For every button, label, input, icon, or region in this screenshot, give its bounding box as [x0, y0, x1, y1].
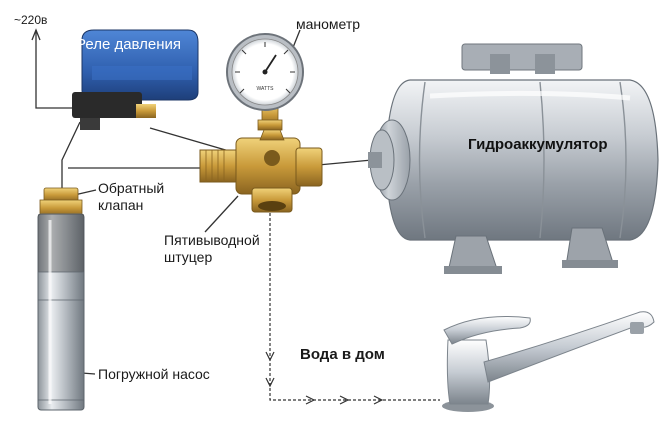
- pressure-relay-label: Реле давления: [76, 36, 182, 53]
- water-flow-line: [265, 188, 440, 405]
- submersible-pump-label: Погружной насос: [98, 366, 210, 382]
- gauge-brand: WATTS: [257, 86, 275, 92]
- fitting-label-line2: штуцер: [164, 249, 213, 265]
- water-to-house-label: Вода в дом: [300, 346, 385, 363]
- manometer-label: манометр: [296, 16, 361, 32]
- hydro-accumulator-tank: [368, 43, 659, 274]
- check-valve-label-line2: клапан: [98, 197, 144, 213]
- submersible-pump: [37, 187, 85, 411]
- pressure-relay: [72, 29, 199, 130]
- five-way-fitting: [199, 129, 323, 213]
- kitchen-faucet: [442, 311, 655, 412]
- accumulator-label: Гидроаккумулятор: [468, 136, 608, 153]
- voltage-label: ~220в: [14, 13, 48, 27]
- check-valve-label-line1: Обратный: [98, 180, 165, 196]
- manometer-gauge: WATTS: [226, 33, 304, 131]
- fitting-label-line1: Пятивыводной: [164, 232, 260, 248]
